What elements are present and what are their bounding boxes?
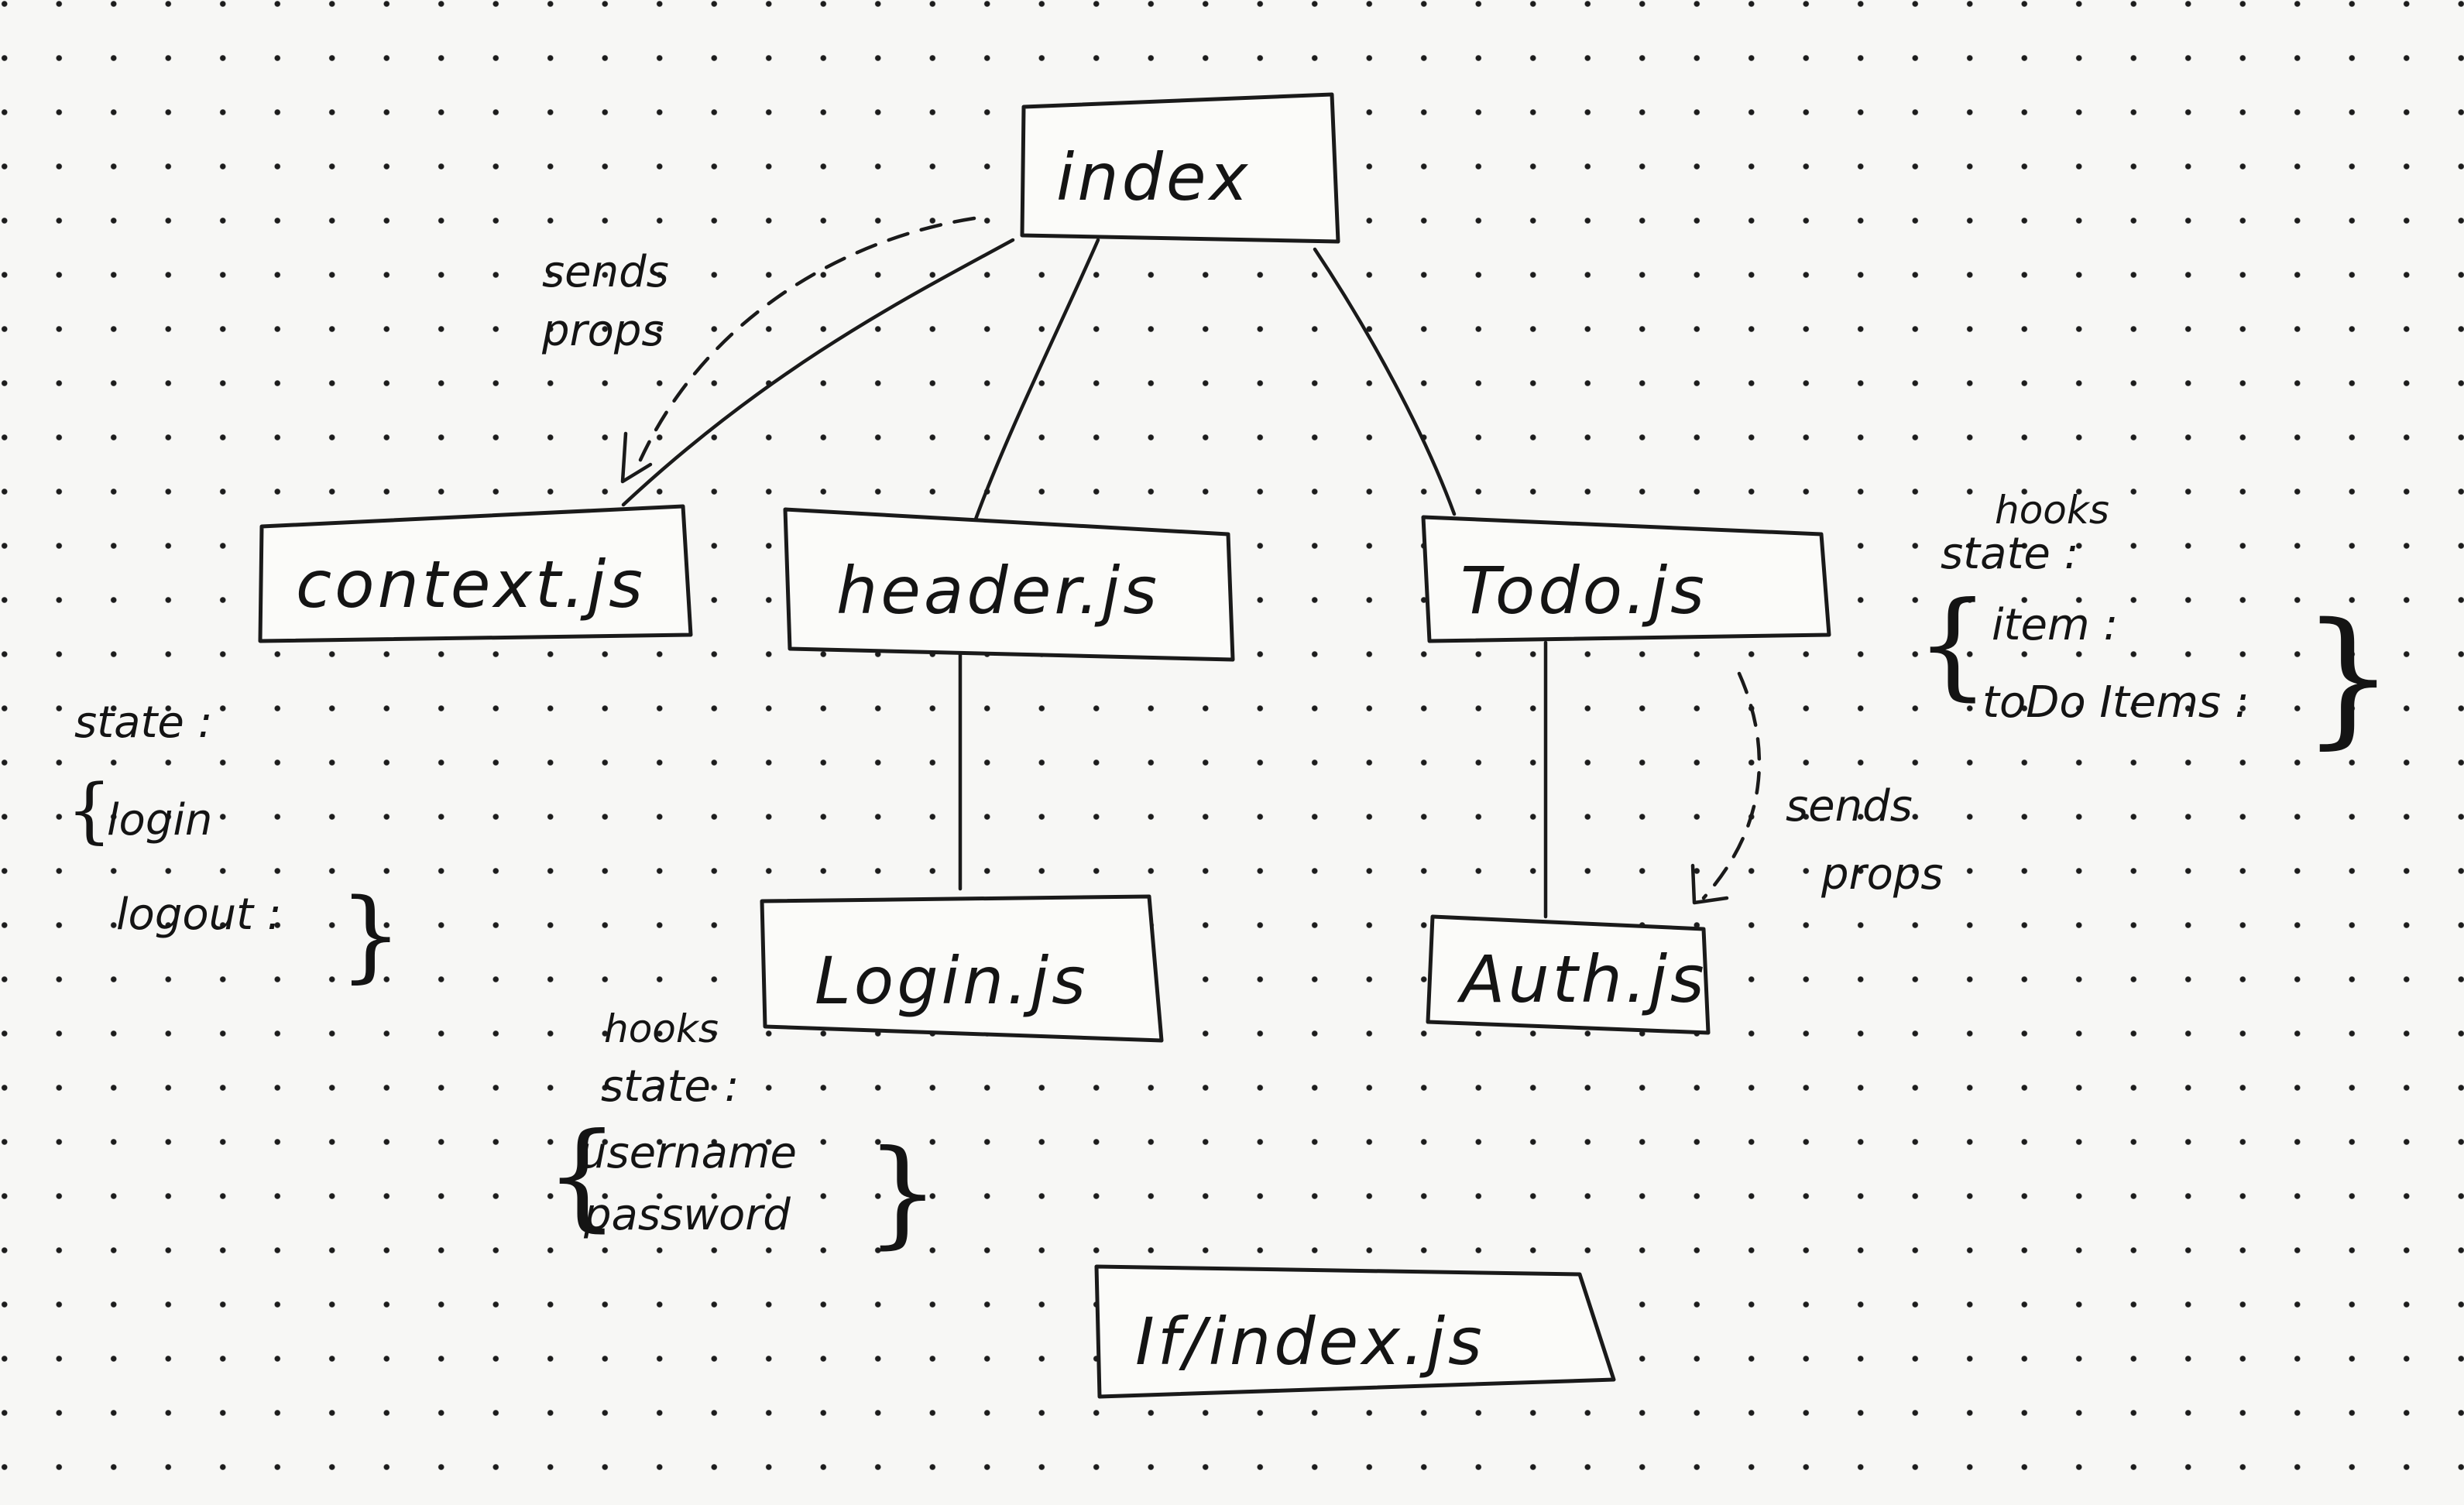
note-login-state: hooks state : { username password } bbox=[545, 1006, 939, 1260]
node-header-label: header.js bbox=[836, 553, 1160, 629]
note-todo-state: hooks state : { item : toDo Items : } bbox=[1916, 488, 2395, 763]
node-login: Login.js bbox=[760, 894, 1164, 1043]
note-context-state-title: state : bbox=[74, 698, 213, 748]
edge-index-todo bbox=[1313, 247, 1457, 516]
note-login-state-line1: username bbox=[579, 1128, 797, 1178]
annotation-sends-props-right-line1: sends bbox=[1786, 781, 1913, 831]
edge-index-context bbox=[621, 238, 1015, 507]
node-todo-label: Todo.js bbox=[1460, 553, 1707, 629]
note-login-close-brace: } bbox=[866, 1126, 939, 1260]
annotation-sends-props-right: sends props bbox=[1786, 781, 1944, 900]
node-if-index: If/index.js bbox=[1094, 1264, 1616, 1399]
note-context-state-line1: login bbox=[107, 795, 212, 845]
node-if-index-label: If/index.js bbox=[1135, 1304, 1485, 1380]
note-todo-state-title: state : bbox=[1941, 529, 2079, 579]
annotation-sends-props-top-line2: props bbox=[541, 306, 664, 356]
note-todo-close-brace: } bbox=[2301, 591, 2395, 763]
node-index: index bbox=[1020, 92, 1340, 244]
arrowhead-index-to-context bbox=[620, 431, 653, 484]
node-header: header.js bbox=[783, 507, 1235, 662]
annotation-sends-props-right-line2: props bbox=[1821, 849, 1944, 900]
note-context-close-brace: } bbox=[339, 878, 402, 993]
note-login-state-line2: password bbox=[583, 1190, 791, 1240]
node-auth: Auth.js bbox=[1426, 914, 1711, 1035]
note-login-state-hooks: hooks bbox=[604, 1006, 719, 1051]
arrowhead-todo-to-auth bbox=[1690, 863, 1729, 905]
note-context-open-brace: { bbox=[67, 769, 112, 852]
dashed-arrow-index-to-context bbox=[633, 216, 976, 475]
node-auth-label: Auth.js bbox=[1457, 941, 1707, 1017]
note-login-open-brace: { bbox=[545, 1109, 619, 1243]
note-todo-open-brace: { bbox=[1916, 578, 1989, 712]
note-context-state-line2: logout : bbox=[116, 890, 282, 940]
annotation-sends-props-top-line1: sends bbox=[542, 247, 669, 297]
dashed-arrow-todo-to-auth bbox=[1701, 671, 1762, 900]
note-context-state: state : { login logout : } bbox=[67, 698, 402, 993]
note-todo-state-line2: toDo Items : bbox=[1982, 677, 2250, 728]
node-context-label: context.js bbox=[296, 547, 646, 622]
edge-index-header bbox=[972, 238, 1100, 526]
note-todo-state-line1: item : bbox=[1992, 600, 2118, 650]
node-todo: Todo.js bbox=[1421, 515, 1831, 643]
node-index-label: index bbox=[1056, 139, 1251, 215]
note-todo-state-hooks: hooks bbox=[1995, 488, 2109, 533]
note-login-state-title: state : bbox=[601, 1061, 740, 1112]
node-login-label: Login.js bbox=[815, 943, 1089, 1019]
annotation-sends-props-top: sends props bbox=[541, 247, 669, 356]
node-context: context.js bbox=[258, 504, 693, 643]
